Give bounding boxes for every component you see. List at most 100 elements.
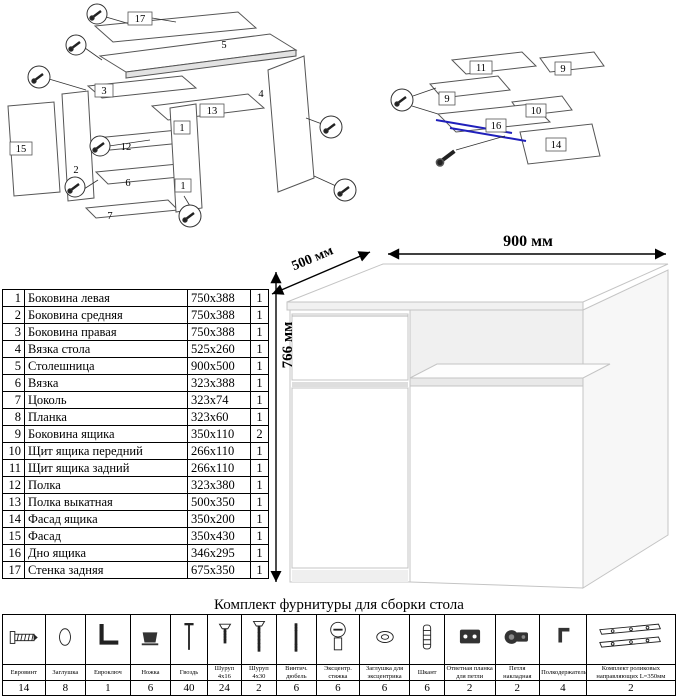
part-label: 12 (121, 142, 132, 153)
part-name-cell: Вязка стола (24, 340, 188, 358)
screw-callout-icon (390, 88, 414, 112)
part-size-cell: 350x200 (187, 510, 251, 528)
hardware-name: Ножка (129, 664, 172, 681)
hardware-qty: 8 (44, 680, 87, 696)
hardware-qty: 2 (494, 680, 541, 696)
part-size-cell: 750x388 (187, 306, 251, 324)
plinth (292, 570, 408, 582)
part-label: 9 (560, 64, 565, 75)
hardware-table: Евровинт Заглушка Евроключ Ножка Гвоздь … (2, 614, 677, 696)
part-label: 2 (73, 165, 78, 176)
part-name-cell: Полка выкатная (24, 493, 188, 511)
hinge-icon (504, 630, 529, 644)
hardware-name: Комплект роликовых направляющих L=350мм (585, 664, 677, 681)
part-name-cell: Фасад ящика (24, 510, 188, 528)
part-name-cell: Столешница (24, 357, 188, 375)
hardware-qty-row: 14 8 1 6 40 24 2 6 6 6 6 2 2 4 2 (2, 680, 677, 696)
panel (61, 90, 95, 202)
confirmat-screw-icon (9, 631, 38, 644)
part-label: 9 (444, 94, 449, 105)
part-name-cell: Боковина ящика (24, 425, 188, 443)
part-number-cell: 10 (2, 442, 25, 460)
dowel-screw-icon (295, 623, 298, 652)
hardware-name: Шуруп 4x16 (206, 664, 243, 681)
hex-key-icon (99, 623, 119, 645)
desk-top (286, 263, 669, 303)
width-dimension-label: 900 мм (503, 233, 553, 250)
panel (84, 199, 180, 219)
screw-icon (434, 149, 457, 168)
part-number-cell: 4 (2, 340, 25, 358)
panel (7, 101, 61, 197)
hardware-qty: 24 (206, 680, 243, 696)
screw-4x30-icon (252, 620, 266, 652)
part-number-cell: 8 (2, 408, 25, 426)
hinge-plate-icon (459, 629, 480, 644)
part-label: 15 (16, 144, 27, 155)
part-number-cell: 9 (2, 425, 25, 443)
panel (539, 51, 605, 73)
part-name-cell: Дно ящика (24, 544, 188, 562)
cam-lock-icon (330, 621, 346, 651)
part-qty-cell: 1 (250, 374, 269, 392)
drawer-gap (292, 382, 408, 387)
part-label: 1 (180, 181, 185, 192)
part-size-cell: 266x110 (187, 442, 251, 460)
part-name-cell: Боковина правая (24, 323, 188, 341)
part-size-cell: 500x350 (187, 493, 251, 511)
hardware-qty: 6 (409, 680, 445, 696)
hardware-qty: 6 (316, 680, 360, 696)
screw-4x16-icon (218, 623, 232, 644)
screw-callout-icon (27, 3, 357, 228)
part-size-cell: 900x500 (187, 357, 251, 375)
part-size-cell: 323x388 (187, 374, 251, 392)
hardware-name: Евроключ (85, 664, 131, 681)
part-number-cell: 1 (2, 289, 25, 307)
part-number-cell: 16 (2, 544, 25, 562)
part-label: 14 (551, 140, 562, 151)
main-exploded-view: 17 5 3 13 12 6 7 15 2 1 1 4 (7, 3, 357, 228)
part-label: 16 (491, 121, 502, 132)
hardware-qty: 1 (85, 680, 131, 696)
hardware-qty: 2 (443, 680, 496, 696)
part-number-cell: 17 (2, 561, 25, 579)
hardware-qty: 4 (539, 680, 587, 696)
part-qty-cell: 1 (250, 306, 269, 324)
hardware-name: Шуруп 4x30 (241, 664, 277, 681)
part-name-cell: Полка (24, 476, 188, 494)
part-label: 3 (101, 86, 106, 97)
dimension-arrow (270, 248, 666, 582)
part-name-cell: Планка (24, 408, 188, 426)
part-label: 11 (476, 63, 486, 74)
hardware-name: Евровинт (2, 664, 46, 681)
part-name-cell: Фасад (24, 527, 188, 545)
hardware-qty: 2 (585, 680, 677, 696)
part-size-cell: 266x110 (187, 459, 251, 477)
hardware-name: Шкант (409, 664, 445, 681)
hardware-name: Полкодержатель (539, 664, 587, 681)
drawer-exploded-view: 11 9 9 10 16 14 (390, 51, 605, 168)
part-label: 10 (531, 106, 542, 117)
shelf-support-icon (558, 627, 570, 643)
desk-top-edge (286, 301, 584, 311)
part-size-cell: 750x388 (187, 323, 251, 341)
part-name-cell: Щит ящика передний (24, 442, 188, 460)
part-name-cell: Боковина средняя (24, 306, 188, 324)
part-label: 6 (125, 178, 130, 189)
part-number-cell: 15 (2, 527, 25, 545)
hardware-qty: 14 (2, 680, 46, 696)
part-size-cell: 525x260 (187, 340, 251, 358)
part-name-cell: Стенка задняя (24, 561, 188, 579)
part-size-cell: 350x430 (187, 527, 251, 545)
part-label: 7 (107, 211, 112, 222)
